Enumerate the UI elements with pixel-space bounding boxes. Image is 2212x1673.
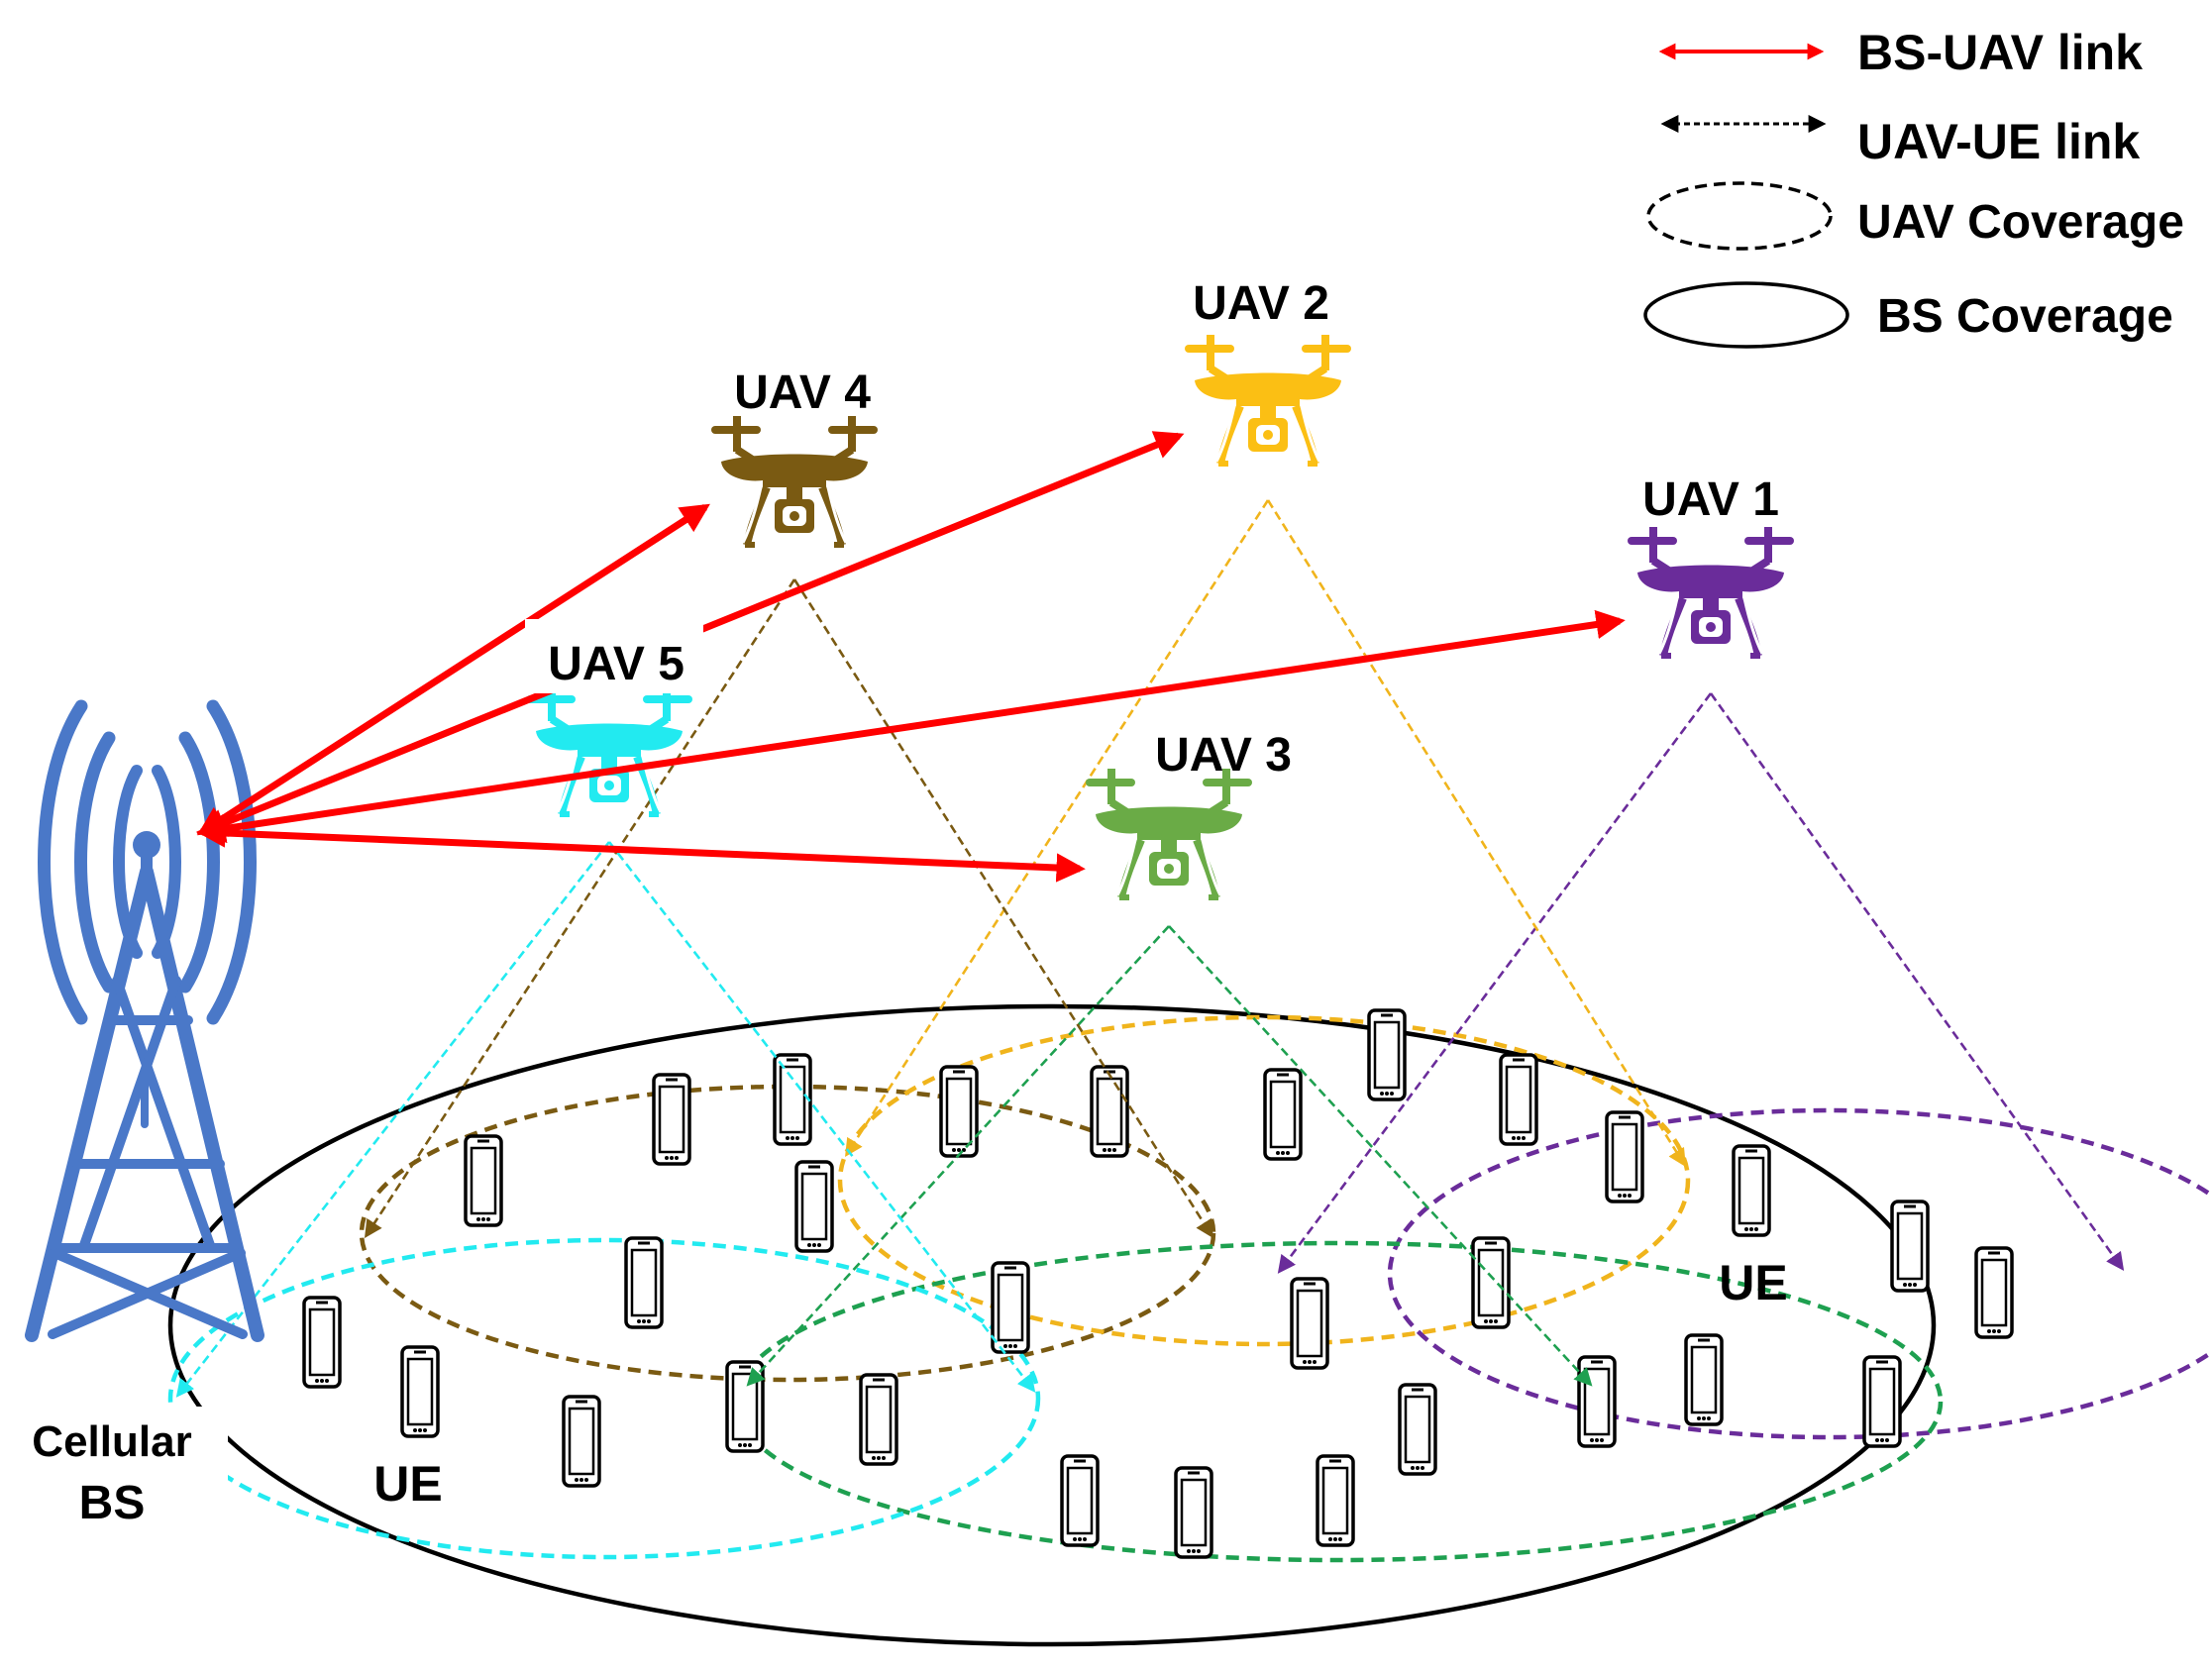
bs-coverage-area: [167, 1003, 1937, 1647]
ue-label: UE: [373, 1456, 442, 1512]
uav3-ue-link: [746, 925, 1170, 1387]
smartphone-icon: [1090, 1065, 1129, 1158]
legend-uav-ue-link-label: UAV-UE link: [1857, 114, 2140, 169]
uav2-coverage-area: [837, 1014, 1691, 1347]
uav4-drone-icon: [715, 416, 874, 545]
uav3-label: UAV 3: [1155, 729, 1292, 782]
smartphone-icon: [624, 1236, 664, 1329]
ue-label: UE: [1719, 1255, 1787, 1310]
uav5-label: UAV 5: [548, 638, 685, 690]
smartphone-icon: [1732, 1144, 1771, 1237]
uav3-drone-icon: [1090, 769, 1248, 897]
cell-tower-icon: [25, 699, 264, 1342]
uav4-label: UAV 4: [734, 366, 871, 419]
smartphone-icon: [400, 1345, 440, 1438]
bs-label-line2: BS: [79, 1477, 146, 1529]
uav2-label: UAV 2: [1193, 277, 1329, 330]
smartphone-icon: [1862, 1355, 1902, 1448]
legend: BS-UAV link UAV-UE link UAV Coverage BS …: [1643, 25, 2184, 349]
uav-ue-links: [175, 499, 2125, 1398]
smartphone-icon: [562, 1395, 601, 1488]
uav3-ue-link: [1168, 925, 1593, 1387]
smartphone-icon: [302, 1296, 342, 1389]
uav1-ue-link: [1277, 692, 1713, 1274]
uav1-drone-icon: [1632, 527, 1790, 656]
legend-uav-coverage-swatch: [1646, 181, 1833, 251]
smartphone-icon: [773, 1053, 812, 1146]
uav5-ue-link: [607, 841, 1036, 1393]
bs-label-line1: Cellular: [32, 1417, 191, 1466]
smartphone-icon: [1577, 1355, 1617, 1448]
smartphone-icon: [1174, 1466, 1213, 1559]
smartphone-icon: [1060, 1454, 1100, 1547]
smartphone-icon: [1398, 1383, 1437, 1476]
legend-uav-coverage-label: UAV Coverage: [1857, 196, 2184, 249]
legend-bs-coverage-label: BS Coverage: [1877, 290, 2173, 343]
smartphone-icon: [652, 1073, 691, 1166]
smartphone-icon: [1605, 1110, 1644, 1203]
uav5-label-backing: [525, 619, 703, 693]
smartphone-icon: [1890, 1200, 1930, 1293]
smartphone-icon: [725, 1360, 765, 1453]
smartphone-icon: [1290, 1277, 1329, 1370]
bs-uav-links: [196, 431, 1626, 883]
smartphone-icon: [1499, 1053, 1538, 1146]
smartphone-icon: [859, 1373, 898, 1466]
smartphone-icon: [1684, 1333, 1724, 1426]
smartphone-icon: [1316, 1454, 1355, 1547]
smartphone-icon: [1263, 1068, 1303, 1161]
bs-uav1-link: [196, 609, 1626, 844]
smartphone-icon: [1974, 1246, 2014, 1339]
bs-uav3-link: [196, 818, 1086, 883]
legend-bs-uav-link-label: BS-UAV link: [1857, 25, 2143, 80]
uav2-ue-link: [1266, 499, 1686, 1168]
uav4-coverage-area: [359, 1084, 1216, 1383]
legend-bs-coverage-swatch: [1643, 281, 1849, 349]
uav1-ue-link: [1709, 692, 2125, 1271]
bs-label-backing: [15, 1407, 228, 1535]
smartphone-icon: [991, 1261, 1030, 1354]
uav5-drone-icon: [530, 685, 688, 814]
uav5-coverage-area: [167, 1237, 1041, 1560]
uav2-drone-icon: [1189, 335, 1347, 464]
uav1-label: UAV 1: [1642, 473, 1779, 526]
smartphone-icon: [464, 1134, 503, 1227]
smartphone-icon: [794, 1160, 834, 1253]
smartphone-icon: [1471, 1236, 1511, 1329]
smartphone-icon: [1367, 1008, 1407, 1101]
